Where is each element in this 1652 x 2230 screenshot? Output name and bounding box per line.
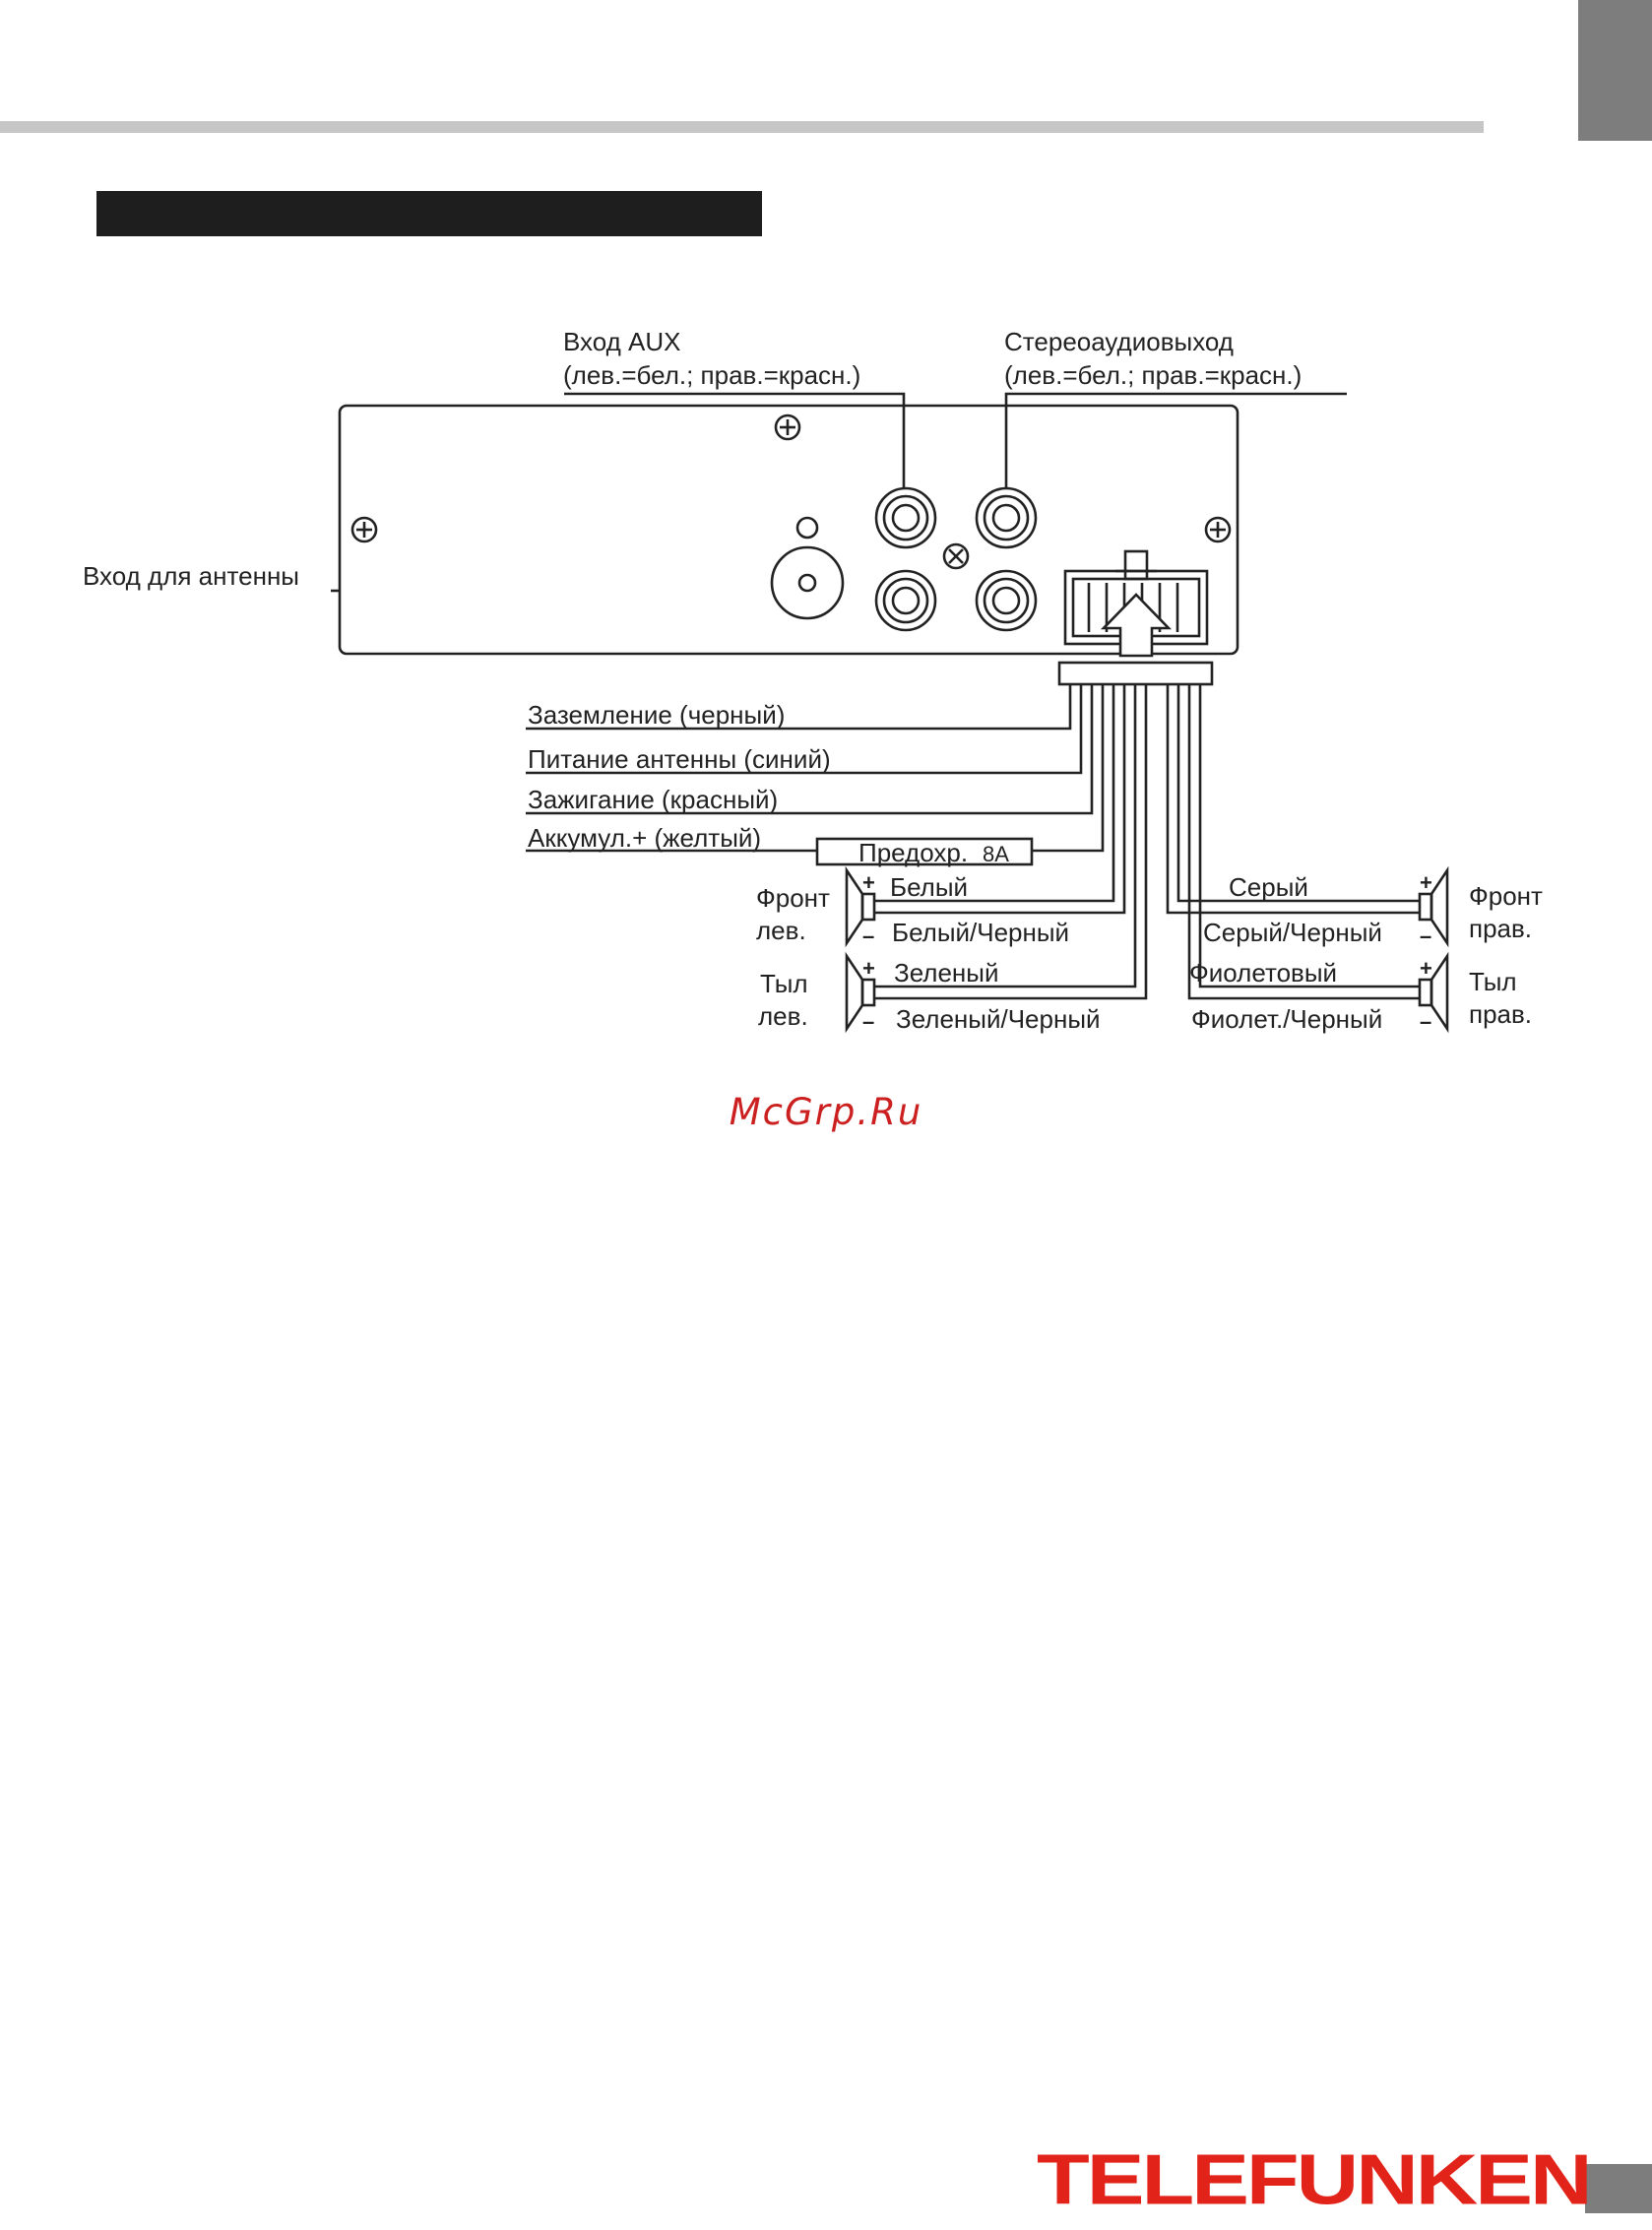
aux-rca-jack-top	[874, 486, 937, 549]
section-title-bar	[96, 191, 762, 236]
rear-right-minus: –	[1420, 1009, 1431, 1034]
harness-plug	[1057, 661, 1214, 686]
section-tab	[1578, 0, 1652, 141]
rear-right-minus-wire: Фиолет./Черный	[1191, 1004, 1382, 1034]
front-right-plus-wire: Серый	[1229, 872, 1308, 902]
antenna-socket-icon	[770, 545, 845, 620]
rear-left-minus: –	[862, 1009, 874, 1034]
rear-left-plus: +	[862, 956, 875, 981]
rear-right-plus-wire: Фиолетовый	[1189, 958, 1337, 988]
rear-left-label-2: лев.	[758, 1001, 808, 1031]
front-right-minus-wire: Серый/Черный	[1203, 918, 1382, 947]
rear-right-label-2: прав.	[1469, 999, 1532, 1029]
stereo-out-rca-jack-top	[975, 486, 1038, 549]
ground-wire-label: Заземление (черный)	[528, 700, 785, 730]
aux-input-note: (лев.=бел.; прав.=красн.)	[563, 360, 860, 390]
front-right-label-2: прав.	[1469, 914, 1532, 943]
stereo-out-rca-jack-bottom	[975, 569, 1038, 632]
screw-icon	[1204, 516, 1232, 543]
rear-left-plus-wire: Зеленый	[894, 958, 999, 988]
screw-cross-icon	[942, 542, 970, 570]
rear-left-label-1: Тыл	[760, 969, 808, 998]
aux-rca-jack-bottom	[874, 569, 937, 632]
rear-left-minus-wire: Зеленый/Черный	[896, 1004, 1101, 1034]
head-unit-body	[338, 404, 1239, 656]
front-right-plus: +	[1420, 870, 1432, 895]
fuse-icon	[815, 837, 1034, 866]
brand-logo: TELEFUNKEN	[1037, 2138, 1593, 2219]
front-left-label-1: Фронт	[756, 883, 830, 913]
speaker-front-left-icon	[845, 865, 876, 948]
aux-input-label: Вход AUX	[563, 327, 681, 356]
antenna-led-icon	[795, 516, 819, 540]
fuse-rating: 8A	[983, 842, 1009, 866]
screw-icon	[350, 516, 378, 543]
stereo-out-label: Стереоаудиовыход	[1004, 327, 1234, 356]
iso-connector-icon	[1063, 549, 1209, 658]
speaker-front-right-icon	[1418, 865, 1449, 948]
header-rule	[0, 121, 1484, 133]
speaker-rear-left-icon	[845, 951, 876, 1034]
ignition-wire-label: Зажигание (красный)	[528, 785, 778, 814]
battery-wire-label: Аккумул.+ (желтый)	[528, 823, 761, 853]
front-left-plus: +	[862, 870, 875, 895]
front-left-label-2: лев.	[756, 916, 806, 945]
front-left-plus-wire: Белый	[890, 872, 968, 902]
rear-right-plus: +	[1420, 956, 1432, 981]
rear-right-label-1: Тыл	[1469, 967, 1517, 996]
antenna-input-label: Вход для антенны	[83, 561, 299, 591]
watermark: McGrp.Ru	[729, 1091, 923, 1133]
front-right-minus: –	[1420, 924, 1431, 948]
front-left-minus: –	[862, 924, 874, 948]
front-left-minus-wire: Белый/Черный	[892, 918, 1069, 947]
front-right-label-1: Фронт	[1469, 881, 1543, 911]
wiring-diagram: Вход AUX (лев.=бел.; прав.=красн.) Стере…	[83, 327, 1543, 1034]
fuse-label: Предохр.	[858, 838, 968, 867]
stereo-out-note: (лев.=бел.; прав.=красн.)	[1004, 360, 1302, 390]
speaker-rear-right-icon	[1418, 951, 1449, 1034]
antenna-power-wire-label: Питание антенны (синий)	[528, 744, 831, 774]
screw-icon	[774, 414, 801, 441]
page-tab	[1585, 2164, 1652, 2213]
